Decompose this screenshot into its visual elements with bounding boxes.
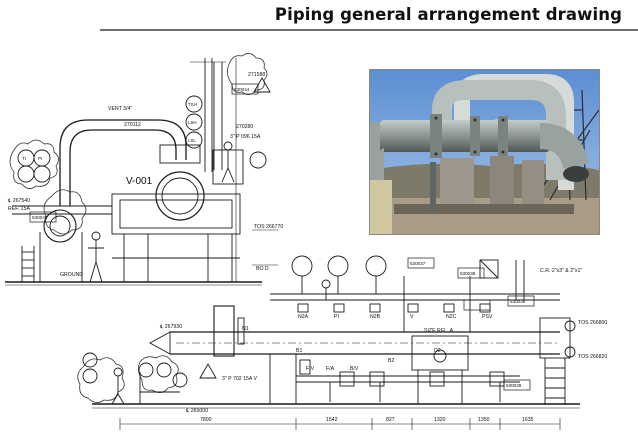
vent-label: VENT 3/4" <box>108 106 132 112</box>
pipe-3p: 3" P 096 15A <box>230 134 261 140</box>
page-title: Piping general arrangement drawing <box>274 5 622 24</box>
b1-label: B1 <box>296 348 302 354</box>
box-530044: 530044 <box>234 87 250 92</box>
cl-267930: ℄ 267930 <box>159 324 182 330</box>
photo-scene <box>370 70 599 234</box>
v-label: V <box>410 314 414 320</box>
dim-1635: 1635 <box>522 417 534 423</box>
line-270280: 270280 <box>236 124 253 130</box>
tos-266800: TOS 266800 <box>578 320 607 326</box>
dim-1542: 1542 <box>326 417 338 423</box>
psv-label: PSV <box>482 314 493 320</box>
fa-label: F/A <box>326 366 335 372</box>
drawing-labels: V-001 VENT 3/4" GROUND 270112 271588 270… <box>7 72 607 423</box>
box-530037: 530037 <box>410 261 426 266</box>
dim-7800: 7800 <box>200 417 212 423</box>
n1-label: N1 <box>242 326 249 332</box>
box-530038: 530038 <box>460 271 476 276</box>
title-underline <box>100 29 638 31</box>
ref-2x3: C.R. 2"x3" & 2"x1" <box>540 268 582 274</box>
balloon-lsh: LSH <box>188 120 197 125</box>
box-530036: 530036 <box>510 299 526 304</box>
box-530045: 530045 <box>32 215 48 220</box>
piping-photo <box>369 69 600 235</box>
tos-266820: TOS 266820 <box>578 354 607 360</box>
pipe-702: 3" P 702 15A V <box>222 376 257 382</box>
vessel-elevation <box>5 58 278 286</box>
dim-1320: 1320 <box>434 417 446 423</box>
vessel-nozzle-circle <box>155 171 205 221</box>
box-530039: 530039 <box>506 383 522 388</box>
pi-label: PI <box>334 314 339 320</box>
cl-267540: ℄ 267540 <box>7 198 30 204</box>
balloon-ti: TI <box>22 156 26 161</box>
line-270112: 270112 <box>124 122 141 128</box>
elev-265000: ℄ 265000 <box>185 408 208 414</box>
balloon-tsh: TSH <box>188 102 197 107</box>
n2a-label: N2A <box>298 314 309 320</box>
dim-827: 827 <box>386 417 395 423</box>
vessel-tag: V-001 <box>126 176 153 187</box>
balloon-lsl: LSL <box>188 138 196 143</box>
ground-label: GROUND <box>60 272 83 278</box>
d2-label: D2 <box>434 348 441 354</box>
bo-d: BO D <box>256 266 269 272</box>
b2-label: B2 <box>388 358 394 364</box>
bv-label: B/V <box>350 366 359 372</box>
tos-266770: TOS 266770 <box>254 224 283 230</box>
n2c-label: N2C <box>446 314 457 320</box>
instrument-balloons-upper <box>17 95 267 183</box>
size-rel: SIZE REL. A <box>424 328 454 334</box>
balloon-pi: PI <box>38 156 42 161</box>
n2b-label: N2B <box>370 314 381 320</box>
ref-15a: REF. 15A <box>8 206 30 212</box>
line-271588: 271588 <box>248 72 265 78</box>
fiv-label: FIV <box>306 366 315 372</box>
label-boxes <box>29 83 535 391</box>
dim-1350: 1350 <box>478 417 490 423</box>
